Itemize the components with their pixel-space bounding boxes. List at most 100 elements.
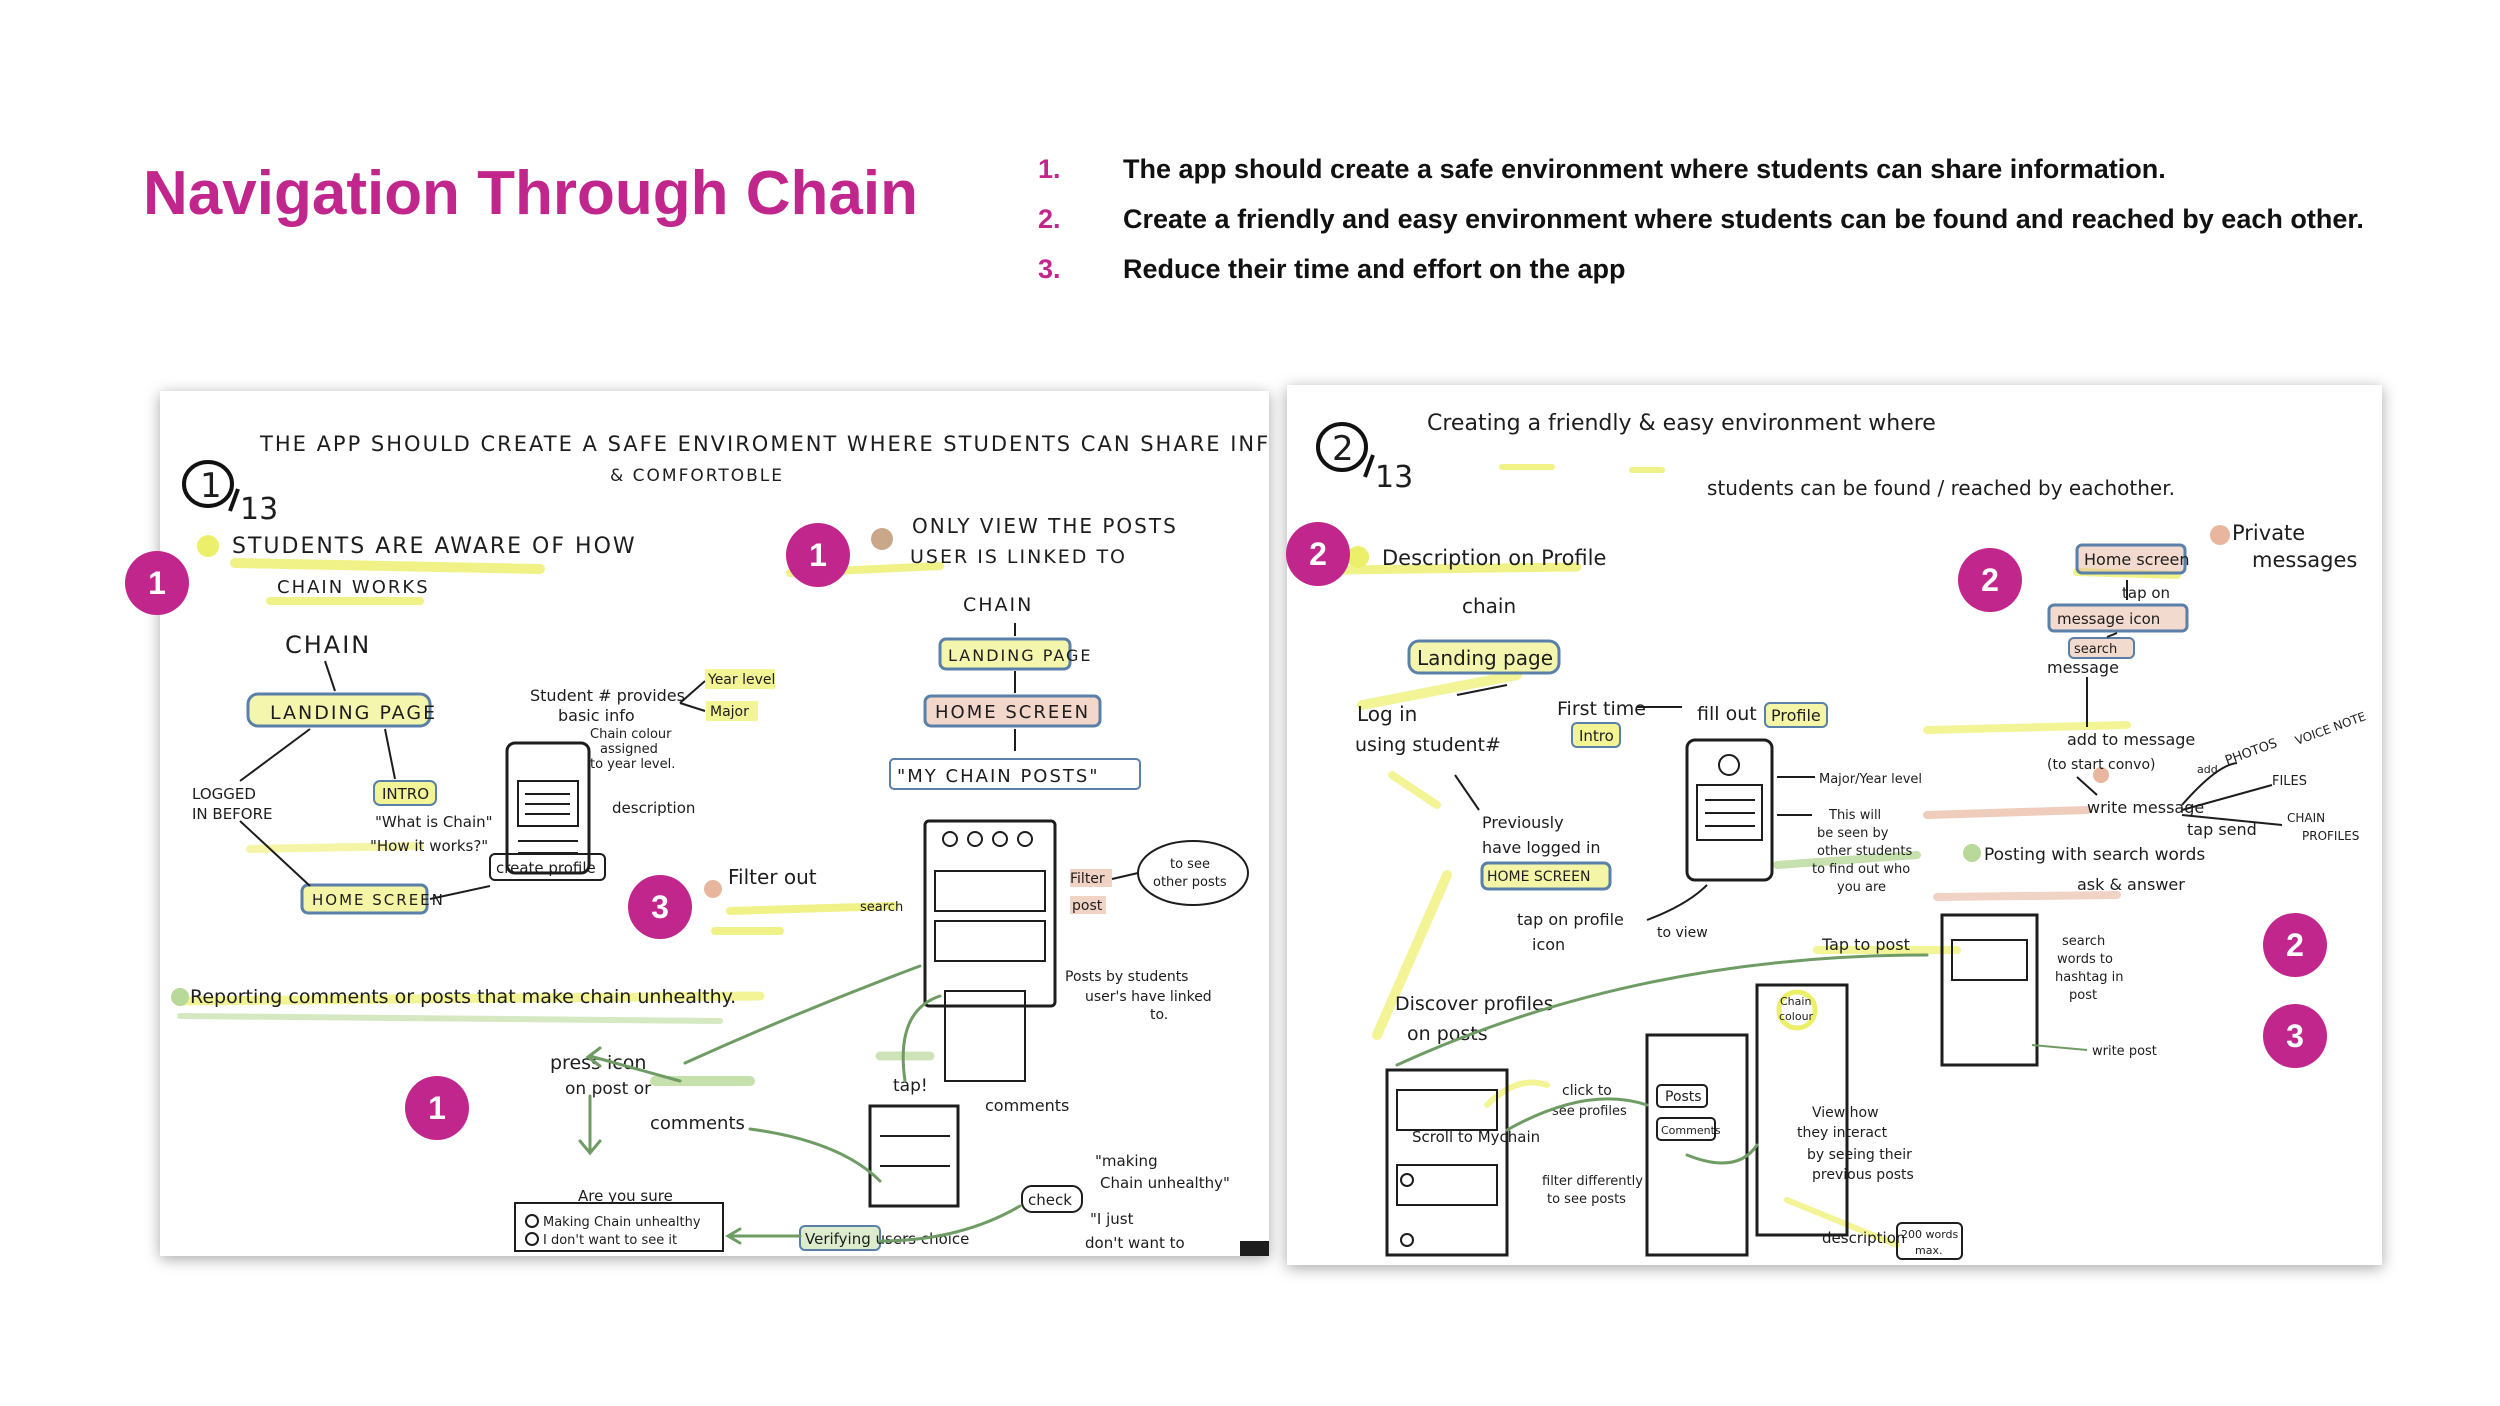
sketch-lines [1705,799,1755,827]
heading-line-1: THE APP SHOULD CREATE A SAFE ENVIROMENT … [259,432,1269,456]
highlight-dot [197,535,219,557]
post-detail-sketch [944,990,1026,1082]
files-label: FILES [2272,774,2307,789]
view-how-line-3: by seeing their [1807,1147,1912,1163]
private-messages-line-2: messages [2252,548,2357,572]
write-post-label: write post [2092,1044,2157,1059]
page-mark-slash [228,488,240,512]
connector [1111,872,1139,880]
discover-line-2: on posts [1407,1023,1488,1045]
search-words-line-4: post [2069,988,2097,1003]
highlight-strokes [1337,464,2181,1248]
word-limit-box [1896,1222,1963,1260]
press-icon-line-2: on post or [565,1079,651,1099]
comment-phone-sketch [868,1104,960,1208]
highlight-dot [704,880,722,898]
flow-lines [1456,684,1682,708]
nav-dot [942,831,958,847]
intro-box [1571,722,1621,748]
chain-profiles-line-1: CHAIN [2287,811,2325,825]
post-compose-sketch [1951,939,2028,981]
to-see-ellipse [1137,840,1249,906]
profile-card-sketch [1696,784,1763,841]
making-chain-quote-line-2: Chain unhealthy" [1100,1174,1230,1192]
phone-sketch [505,741,591,875]
step-badge: 3 [628,875,692,939]
tap-label: tap! [893,1076,928,1096]
heading-line-2: students can be found / reached by eacho… [1707,476,2175,500]
search-words-line-3: hashtag in [2055,970,2124,985]
flow-lines-left [239,660,491,900]
seen-by-line-2: be seen by [1817,826,1889,841]
tap-on-label: tap on [2122,584,2170,602]
chain-colour-line-2: colour [1779,1010,1814,1023]
student-provides-line-1: Student # provides [530,686,685,705]
posting-search-line-2: ask & answer [2077,875,2185,894]
sketch-page-1: 1 13 THE APP SHOULD CREATE A SAFE ENVIRO… [160,391,1269,1256]
search-box [2068,637,2135,659]
sketch-2-drawing: 2 13 Creating a friendly & easy environm… [1316,411,2368,1260]
step-badge: 2 [1286,522,1350,586]
comments-tab-label: Comments [1661,1124,1721,1137]
note-aware-line-1: STUDENTS ARE AWARE OF HOW [232,534,637,559]
post-card-sketch [1396,1164,1498,1206]
note-aware-line-2: CHAIN WORKS [277,577,430,598]
posts-by-students-line-2: user's have linked [1085,989,1212,1005]
private-messages-line-1: Private [2232,521,2305,545]
seen-by-line-5: you are [1837,880,1886,895]
search-words-line-1: search [2062,934,2105,949]
major-label: Major [710,704,749,720]
confirm-dialog-sketch [514,1202,724,1252]
write-message-label: write message [2087,798,2204,817]
prev-logged-line-1: Previously [1482,813,1564,832]
highlight-dot [171,988,189,1006]
landing-page-box [1407,639,1561,675]
landing-page-box [246,692,432,728]
chain-colour-line-3: to year level. [590,757,675,772]
verifying-box [799,1225,881,1251]
nav-dot [992,831,1008,847]
page-title: Navigation Through Chain [143,159,918,228]
home-screen-box [300,883,429,915]
chain-colour-line-1: Chain colour [590,727,672,742]
nav-dot [1017,831,1033,847]
message-label: message [2047,658,2119,677]
description-on-profile: Description on Profile [1382,546,1606,570]
green-arrows [578,964,1022,1245]
search-label: search [2074,642,2117,657]
avatar-sketch [1718,754,1740,776]
step-badge: 1 [786,523,850,587]
view-how-line-2: they interact [1797,1125,1888,1141]
step-badge: 2 [2263,913,2327,977]
detail-phone-sketch [1755,983,1849,1237]
major-year-label: Major/Year level [1819,772,1922,787]
home-screen-label: HOME SCREEN [1487,869,1590,885]
to-see-line-1: to see [1170,857,1210,872]
page-mark: 2 [1332,429,1354,469]
posts-tab-label: Posts [1665,1089,1702,1105]
intro-label: Intro [1579,727,1614,745]
heading-line-1: Creating a friendly & easy environment w… [1427,411,1936,436]
green-arrows [1395,953,1929,1165]
sketch-page-2: 2 13 Creating a friendly & easy environm… [1287,385,2382,1265]
profile-card-sketch [517,780,579,827]
my-chain-posts-label: "MY CHAIN POSTS" [897,766,1100,787]
highlight-dot [871,528,893,550]
avatar-sketch [1400,1173,1414,1187]
home-phone-sketch [923,819,1057,1008]
posts-by-students-line-1: Posts by students [1065,969,1188,985]
option-radio [525,1232,539,1246]
connector [2031,1044,2088,1051]
tap-to-post-label: Tap to post [1821,935,1910,954]
logged-in-line-1: LOGGED [192,785,256,803]
goal-text: Create a friendly and easy environment w… [1123,204,2364,234]
to-see-line-2: other posts [1153,875,1227,890]
check-label: check [1028,1191,1072,1209]
step-badge: 3 [2263,1004,2327,1068]
just-dont-line-2: don't want to [1085,1234,1185,1252]
chain-label: chain [1462,594,1516,618]
comments-left-label: comments [650,1113,745,1134]
logged-in-line-2: IN BEFORE [192,805,273,823]
highlight-dot [2093,767,2109,783]
goal-text: The app should create a safe environment… [1123,154,2166,184]
